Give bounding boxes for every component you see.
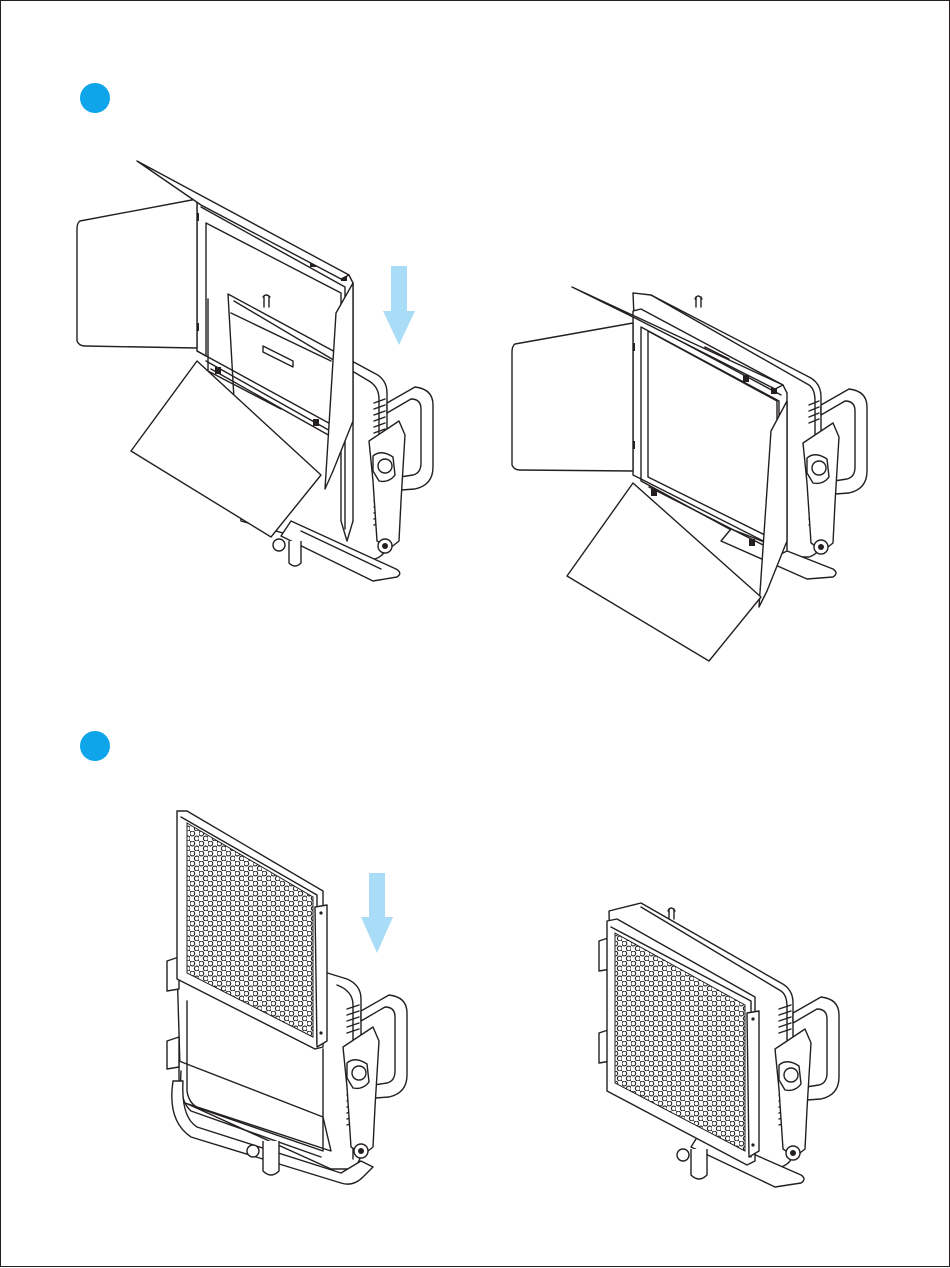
barndoor-attached-illustration bbox=[512, 287, 867, 661]
honeycomb-grid bbox=[607, 919, 759, 1165]
barndoor-leaf-left bbox=[77, 199, 197, 348]
stand-spigot bbox=[263, 1141, 279, 1175]
honeycomb-grid-attaching-illustration bbox=[167, 811, 407, 1184]
arrow-down-icon bbox=[361, 873, 393, 953]
arrow-down-icon bbox=[383, 266, 415, 345]
stand-spigot bbox=[691, 1149, 707, 1179]
honeycomb-grid-attached-illustration bbox=[599, 903, 839, 1187]
barndoor-attaching-illustration bbox=[77, 161, 433, 581]
stand-spigot bbox=[289, 541, 301, 566]
barndoor-leaf-left bbox=[512, 323, 633, 471]
